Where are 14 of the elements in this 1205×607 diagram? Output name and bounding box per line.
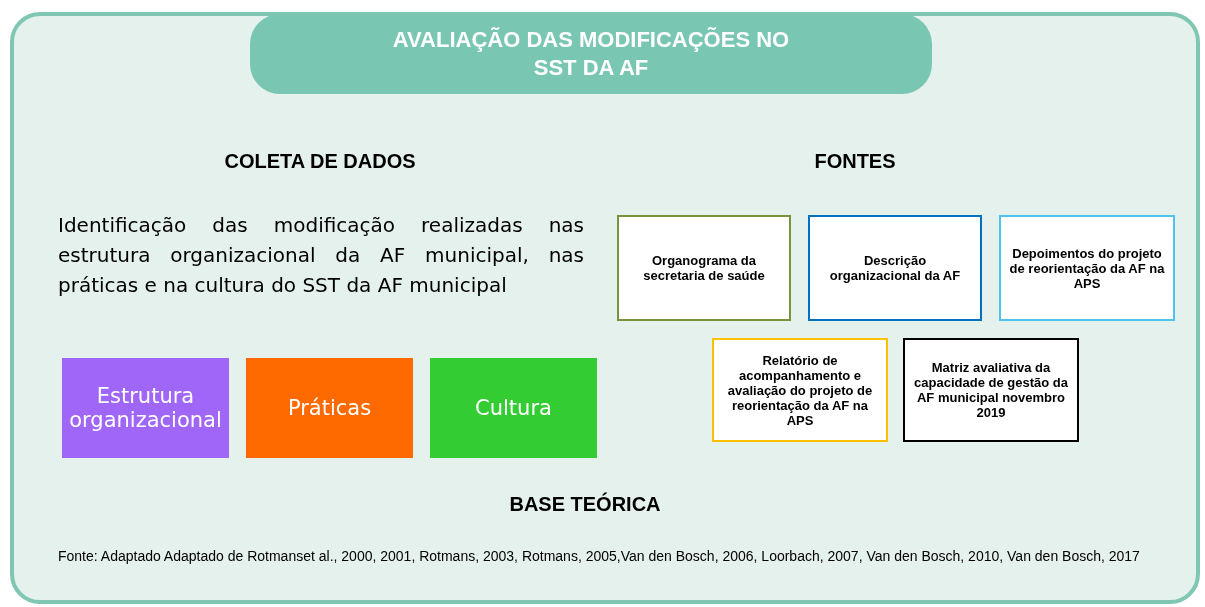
section-heading: FONTES xyxy=(813,150,897,173)
source-box: Depoimentos do projeto de reorientação da AF na APS xyxy=(999,215,1175,321)
source-box: Matriz avaliativa da capacidade de gestão da AF municipal novembro 2019 xyxy=(903,338,1079,442)
category-box: Estrutura organizacional xyxy=(62,358,229,458)
source-box: Organograma da secretaria de saúde xyxy=(617,215,791,321)
category-box: Práticas xyxy=(246,358,413,458)
source-box: Descrição organizacional da AF xyxy=(808,215,982,321)
title-banner: AVALIAÇÃO DAS MODIFICAÇÕES NO SST DA AF xyxy=(250,14,932,94)
source-box: Relatório de acompanhamento e avaliação do projeto de reorientação da AF na APS xyxy=(712,338,888,442)
description-paragraph: Identificação das modificação realizadas nas estrutura organizacional da AF municipal, nas práticas e na cultura do SST da AF municipal xyxy=(58,212,584,299)
source-caption: Fonte: Adaptado Adaptado de Rotmanset al., 2000, 2001, Rotmans, 2003, Rotmans, 2005,Van den Bosch, 2006, Loorbach, 2007, Van den Bosch, 2010, Van den Bosch, 2017 xyxy=(58,547,1141,566)
section-heading: COLETA DE DADOS xyxy=(223,150,417,173)
section-heading: BASE TEÓRICA xyxy=(508,493,662,516)
category-box: Cultura xyxy=(430,358,597,458)
